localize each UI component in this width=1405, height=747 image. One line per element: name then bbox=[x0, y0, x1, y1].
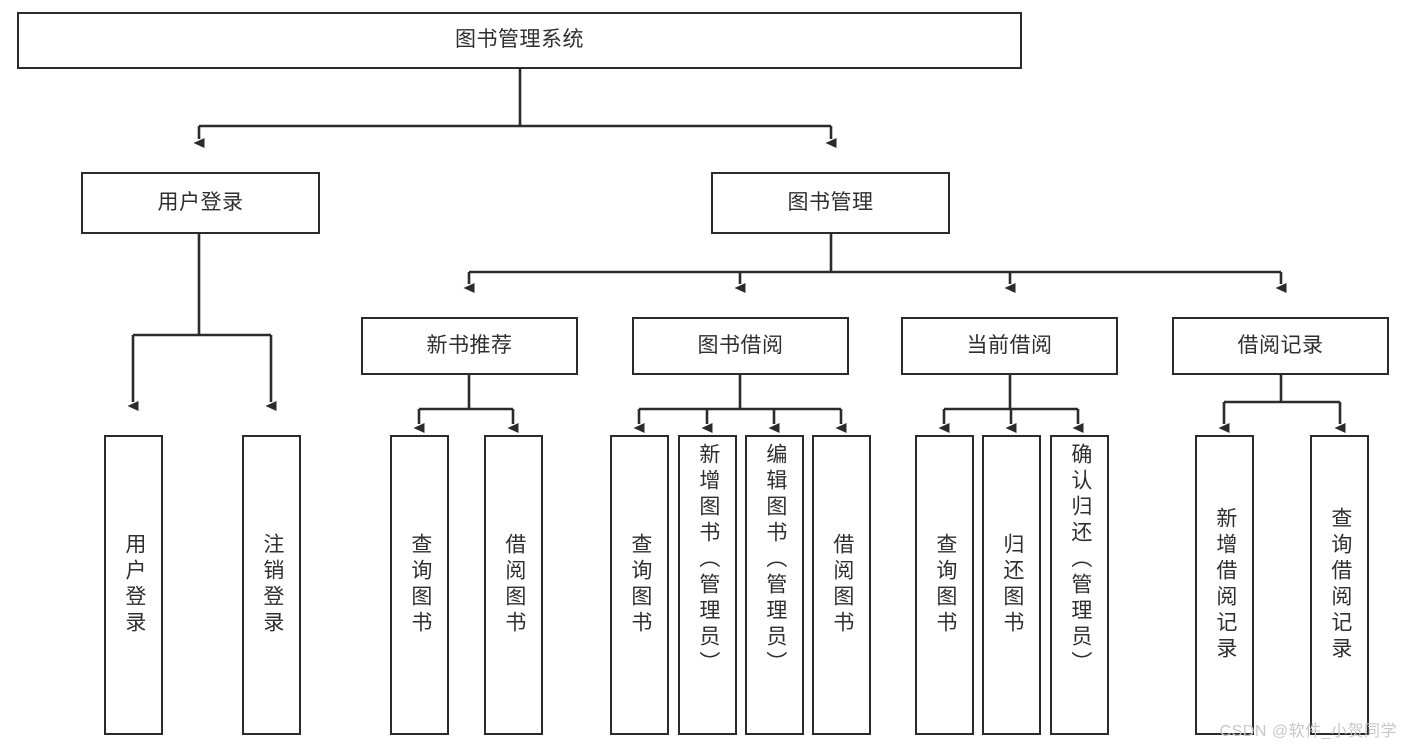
node-borrow-record[interactable]: 借阅记录 bbox=[1172, 317, 1389, 375]
node-label: 查询图书 bbox=[628, 533, 652, 637]
node-label: 借阅图书 bbox=[502, 533, 526, 637]
leaf-user-logout[interactable]: 注销登录 bbox=[242, 435, 301, 735]
node-label: 新增图书（管理员） bbox=[696, 443, 720, 677]
leaf-query-borrow-record[interactable]: 查询借阅记录 bbox=[1310, 435, 1369, 735]
leaf-return-book[interactable]: 归还图书 bbox=[982, 435, 1041, 735]
leaf-user-login[interactable]: 用户登录 bbox=[104, 435, 163, 735]
leaf-query-book-borrow[interactable]: 查询图书 bbox=[610, 435, 669, 735]
node-label: 注销登录 bbox=[260, 533, 284, 637]
node-label: 用户登录 bbox=[157, 190, 244, 214]
node-label: 图书管理系统 bbox=[455, 28, 584, 52]
node-label: 确认归还（管理员） bbox=[1068, 443, 1092, 677]
leaf-add-borrow-record[interactable]: 新增借阅记录 bbox=[1195, 435, 1254, 735]
leaf-edit-book-admin[interactable]: 编辑图书（管理员） bbox=[745, 435, 804, 735]
node-label: 借阅记录 bbox=[1237, 333, 1324, 357]
node-book-borrow[interactable]: 图书借阅 bbox=[632, 317, 849, 375]
node-book-management[interactable]: 图书管理 bbox=[711, 172, 950, 234]
node-label: 新增借阅记录 bbox=[1213, 507, 1237, 663]
node-root-book-management-system[interactable]: 图书管理系统 bbox=[17, 12, 1022, 69]
node-new-book-recommend[interactable]: 新书推荐 bbox=[361, 317, 578, 375]
csdn-watermark: CSDN @软件_小贺同学 bbox=[1219, 723, 1397, 740]
node-label: 归还图书 bbox=[1000, 533, 1024, 637]
node-user-login[interactable]: 用户登录 bbox=[81, 172, 320, 234]
node-label: 查询借阅记录 bbox=[1328, 507, 1352, 663]
node-label: 用户登录 bbox=[122, 533, 146, 637]
node-current-borrow[interactable]: 当前借阅 bbox=[901, 317, 1118, 375]
node-label: 查询图书 bbox=[408, 533, 432, 637]
leaf-query-book-current[interactable]: 查询图书 bbox=[915, 435, 974, 735]
node-label: 新书推荐 bbox=[426, 333, 513, 357]
node-label: 查询图书 bbox=[933, 533, 957, 637]
node-label: 当前借阅 bbox=[966, 333, 1053, 357]
leaf-borrow-book-recommend[interactable]: 借阅图书 bbox=[484, 435, 543, 735]
node-label: 编辑图书（管理员） bbox=[763, 443, 787, 677]
node-label: 图书管理 bbox=[787, 190, 874, 214]
node-label: 图书借阅 bbox=[697, 333, 784, 357]
leaf-add-book-admin[interactable]: 新增图书（管理员） bbox=[678, 435, 737, 735]
node-label: 借阅图书 bbox=[830, 533, 854, 637]
leaf-borrow-book-borrow[interactable]: 借阅图书 bbox=[812, 435, 871, 735]
leaf-query-book-recommend[interactable]: 查询图书 bbox=[390, 435, 449, 735]
leaf-confirm-return-admin[interactable]: 确认归还（管理员） bbox=[1050, 435, 1109, 735]
